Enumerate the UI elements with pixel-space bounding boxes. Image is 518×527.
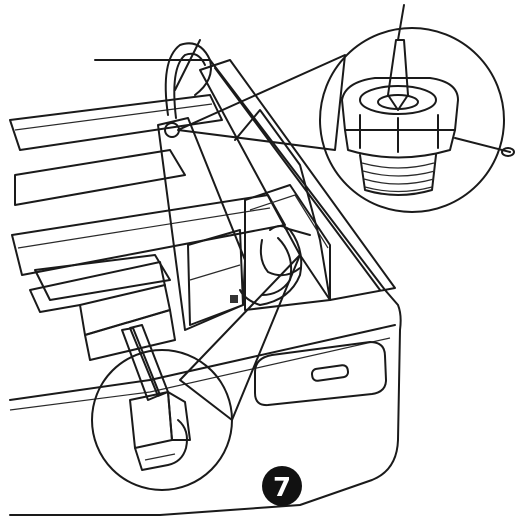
side-wire-loop (239, 225, 311, 306)
sensor-callout (177, 4, 515, 213)
lower-block (29, 261, 176, 361)
sensor-fitting-icon (341, 4, 515, 196)
wire-clip-icon (121, 324, 191, 471)
front-knob (254, 341, 387, 407)
appliance-body (9, 59, 402, 516)
housing-frame (199, 59, 396, 301)
step-number: 7 (273, 473, 291, 503)
step-badge: 7 (262, 466, 302, 506)
side-plate (244, 184, 331, 311)
rails (9, 94, 286, 301)
clip-callout (91, 254, 301, 491)
center-panel (157, 117, 246, 331)
